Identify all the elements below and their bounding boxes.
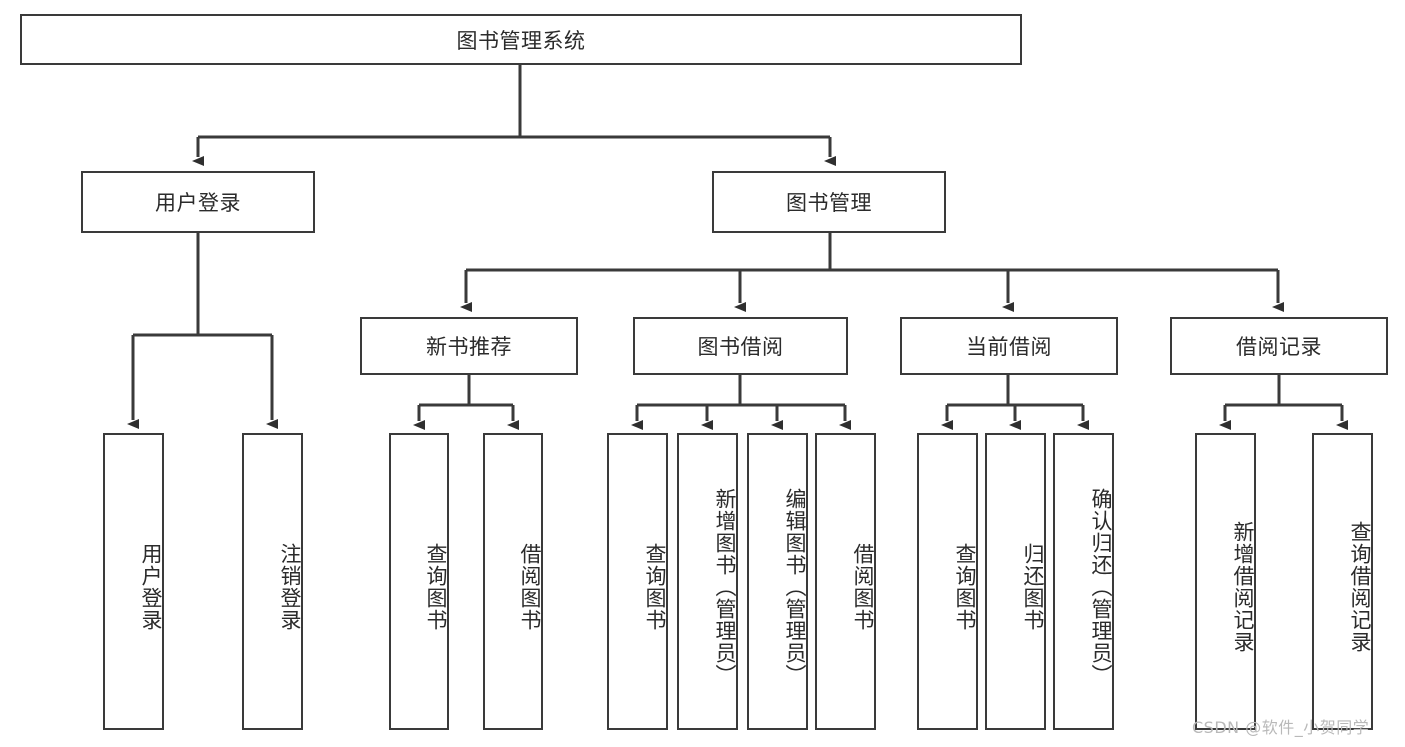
node-label: 用户登录 (155, 191, 241, 215)
node-current-borrow[interactable]: 当前借阅 (900, 317, 1118, 375)
node-label: 图书借阅 (697, 335, 784, 359)
leaf-borrow-edit-book-admin[interactable]: 编辑图书（管理员） (747, 433, 808, 730)
leaf-borrow-query-book[interactable]: 查询图书 (607, 433, 668, 730)
node-label: 借阅图书 (518, 542, 542, 631)
leaf-user-login[interactable]: 用户登录 (103, 433, 164, 730)
node-label: 用户登录 (139, 542, 163, 631)
node-label: 新书推荐 (426, 335, 512, 359)
node-label: 查询图书 (424, 542, 448, 631)
node-user-login[interactable]: 用户登录 (81, 171, 315, 233)
node-book-management[interactable]: 图书管理 (712, 171, 946, 233)
node-new-book-recommend[interactable]: 新书推荐 (360, 317, 578, 375)
node-label: 当前借阅 (966, 335, 1052, 359)
node-label: 归还图书 (1021, 542, 1045, 631)
node-label: 查询图书 (953, 542, 977, 631)
leaf-current-query-book[interactable]: 查询图书 (917, 433, 978, 730)
node-label: 注销登录 (278, 542, 302, 631)
node-book-borrow[interactable]: 图书借阅 (633, 317, 848, 375)
leaf-record-add-borrow-record[interactable]: 新增借阅记录 (1195, 433, 1256, 730)
leaf-current-confirm-return-admin[interactable]: 确认归还（管理员） (1053, 433, 1114, 730)
leaf-borrow-borrow-book[interactable]: 借阅图书 (815, 433, 876, 730)
node-root-system[interactable]: 图书管理系统 (20, 14, 1022, 65)
node-label: 借阅图书 (851, 542, 875, 631)
leaf-borrow-add-book-admin[interactable]: 新增图书（管理员） (677, 433, 738, 730)
node-label: 图书管理 (786, 191, 872, 215)
node-label: 图书管理系统 (456, 28, 586, 53)
node-label: 查询图书 (643, 542, 667, 631)
node-borrow-record[interactable]: 借阅记录 (1170, 317, 1388, 375)
node-label: 新增借阅记录 (1231, 520, 1255, 653)
node-label: 确认归还（管理员） (1089, 487, 1113, 686)
leaf-record-query-borrow-record[interactable]: 查询借阅记录 (1312, 433, 1373, 730)
leaf-recommend-query-book[interactable]: 查询图书 (389, 433, 449, 730)
node-label: 编辑图书（管理员） (783, 487, 807, 686)
leaf-recommend-borrow-book[interactable]: 借阅图书 (483, 433, 543, 730)
leaf-current-return-book[interactable]: 归还图书 (985, 433, 1046, 730)
leaf-logout[interactable]: 注销登录 (242, 433, 303, 730)
node-label: 查询借阅记录 (1348, 520, 1372, 653)
watermark-text: CSDN @软件_小贺同学 (1192, 718, 1370, 737)
node-label: 新增图书（管理员） (713, 487, 737, 686)
node-label: 借阅记录 (1236, 335, 1322, 359)
